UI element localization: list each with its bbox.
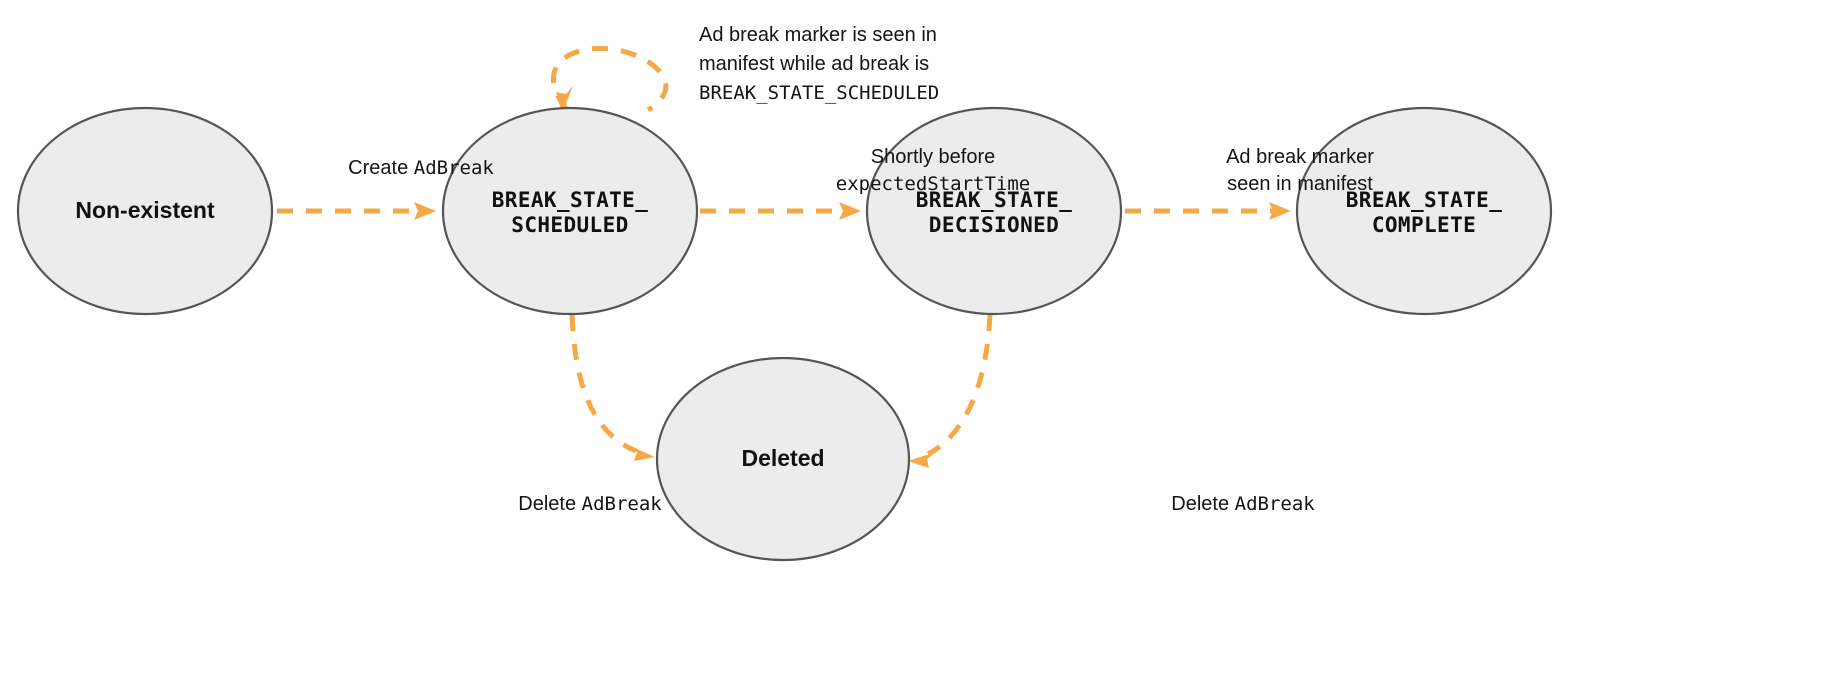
nonexistent-label: Non-existent — [75, 197, 215, 223]
edge-decisioned-to-complete — [1125, 202, 1291, 220]
deleted-shape — [655, 356, 911, 562]
edge-create-adbreak — [277, 202, 436, 220]
edge-label-self-loop-line1: Ad break marker is seen in — [699, 24, 937, 46]
scheduled-shape — [441, 106, 699, 316]
edge-label-shortly-before-line1: Shortly before — [871, 146, 996, 168]
state-node-break-state-decisioned[interactable]: BREAK_STATE_ DECISIONED — [865, 106, 1123, 316]
decisioned-shape — [865, 106, 1123, 316]
edge-scheduled-to-deleted — [569, 314, 655, 461]
edge-label-marker-seen-line2: seen in manifest — [1227, 173, 1373, 195]
edge-marker-seen-arrowhead — [1269, 202, 1291, 220]
scheduled-label-line1: BREAK_STATE_ — [492, 188, 649, 212]
complete-label-line1: BREAK_STATE_ — [1346, 188, 1503, 212]
edge-decisioned-to-deleted — [908, 314, 993, 468]
edge-scheduled-to-decisioned — [700, 202, 861, 220]
edge-label-shortly-before-line2: expectedStartTime — [836, 173, 1030, 195]
complete-shape — [1295, 106, 1553, 316]
state-node-break-state-scheduled[interactable]: BREAK_STATE_ SCHEDULED — [441, 106, 699, 316]
decisioned-label-line1: BREAK_STATE_ — [916, 188, 1073, 212]
decisioned-label-line2: DECISIONED — [929, 213, 1059, 237]
edge-delete-right-arrowhead — [908, 452, 936, 468]
nonexistent-shape — [16, 106, 274, 316]
edge-scheduled-self-loop — [550, 45, 669, 114]
edge-label-self-loop-line3: BREAK_STATE_SCHEDULED — [699, 82, 939, 104]
edge-label-delete-adbreak-left: Delete AdBreak — [518, 493, 662, 515]
edge-label-marker-seen-line1: Ad break marker — [1226, 146, 1374, 168]
edge-self-loop-line — [550, 45, 669, 113]
state-node-deleted[interactable]: Deleted — [655, 356, 911, 562]
scheduled-label-line2: SCHEDULED — [511, 213, 628, 237]
state-node-break-state-complete[interactable]: BREAK_STATE_ COMPLETE — [1295, 106, 1553, 316]
state-node-nonexistent[interactable]: Non-existent — [16, 106, 274, 316]
edge-label-delete-adbreak-right: Delete AdBreak — [1171, 493, 1315, 515]
complete-label-line2: COMPLETE — [1372, 213, 1476, 237]
edge-create-arrowhead — [414, 202, 436, 220]
edge-delete-left-line — [569, 314, 637, 454]
deleted-label: Deleted — [741, 445, 824, 471]
edge-delete-right-line — [926, 314, 993, 457]
edge-self-loop-arrowhead — [556, 86, 573, 114]
edge-shortly-before-arrowhead — [839, 202, 861, 220]
edge-delete-left-arrowhead — [628, 445, 655, 461]
edge-label-self-loop-line2: manifest while ad break is — [699, 53, 929, 75]
edge-label-create-adbreak: Create AdBreak — [348, 157, 494, 179]
